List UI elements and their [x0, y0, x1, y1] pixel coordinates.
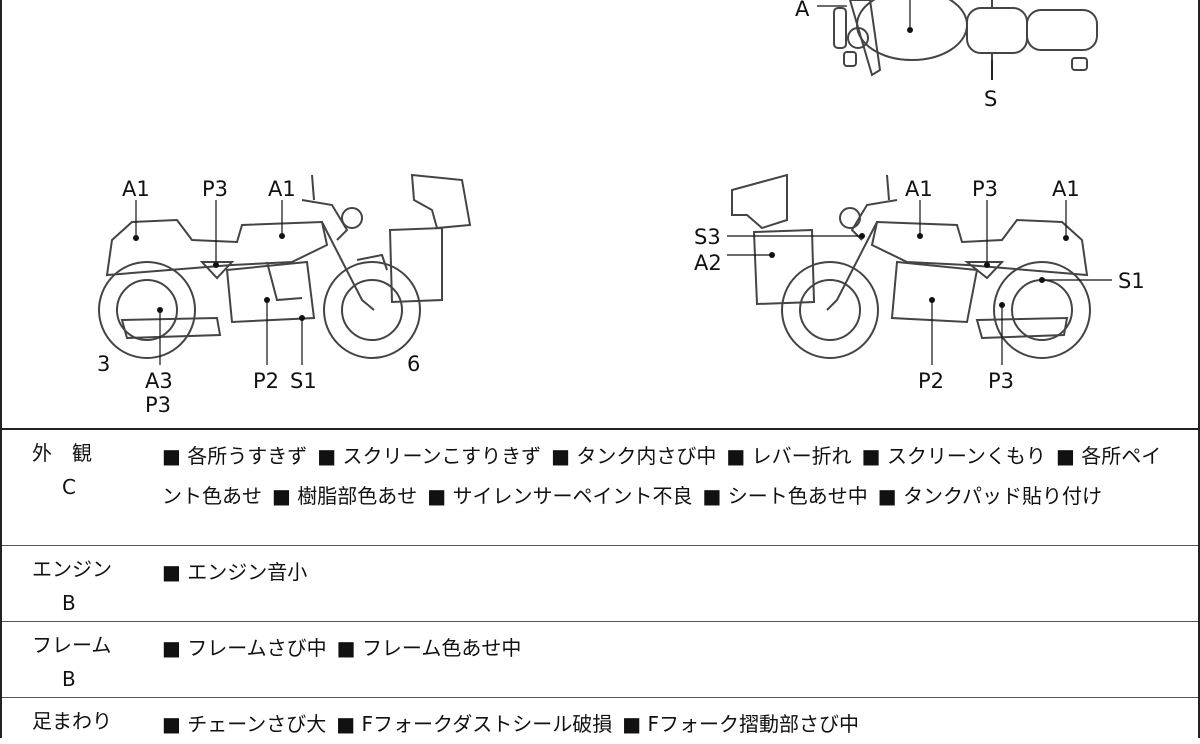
label-top-A: A	[795, 0, 810, 21]
category-grade: B	[62, 591, 76, 615]
item-list: フレームさび中フレーム色あせ中	[162, 628, 1168, 668]
label-right-P2: P2	[918, 369, 944, 393]
label-right-S3: S3	[694, 225, 721, 249]
item-list: チェーンさび大 Fフォークダストシール破損 Fフォーク摺動部さび中	[162, 704, 1168, 744]
list-item: Fフォークダストシール破損	[336, 712, 612, 736]
list-item: 各所うすきず	[162, 444, 307, 468]
list-item: サイレンサーペイント不良	[427, 484, 692, 508]
label-right-P3: P3	[972, 177, 998, 201]
condition-row-exterior: 外 観 C 各所うすきずスクリーンこすりきずタンク内さび中レバー折れスクリーンく…	[2, 430, 1198, 546]
label-left-P2: P2	[253, 369, 279, 393]
label-left-A1a: A1	[122, 177, 150, 201]
condition-row-suspension: 足まわり チェーンさび大 Fフォークダストシール破損 Fフォーク摺動部さび中	[2, 698, 1198, 738]
category-name: フレーム	[32, 633, 112, 657]
category-grade: B	[62, 667, 76, 691]
label-left-P3: P3	[202, 177, 228, 201]
top-view-motorcycle	[833, 0, 1098, 80]
category-grade: C	[62, 475, 76, 499]
list-item: シート色あせ中	[703, 484, 868, 508]
condition-row-frame: フレーム B フレームさび中フレーム色あせ中	[2, 622, 1198, 698]
category-name: 足まわり	[32, 709, 112, 733]
category-name: 外 観	[32, 441, 92, 465]
label-left-A3: A3	[145, 369, 173, 393]
list-item: エンジン音小	[162, 560, 307, 584]
category-cell: フレーム B	[32, 628, 142, 696]
list-item: スクリーンこすりきず	[317, 444, 541, 468]
category-cell: エンジン B	[32, 552, 142, 620]
label-left-A1b: A1	[268, 177, 296, 201]
label-left-6: 6	[407, 352, 420, 376]
list-item: フレーム色あせ中	[337, 636, 522, 660]
label-top-S: S	[984, 87, 997, 111]
condition-row-engine: エンジン B エンジン音小	[2, 546, 1198, 622]
category-cell: 外 観 C	[32, 436, 142, 504]
list-item: フレームさび中	[162, 636, 327, 660]
label-left-3: 3	[97, 352, 110, 376]
motorcycle-illustrations: A S A1 P3 A1 3 A3 P3 P2 S1 6 A1 P3 A1 S3…	[97, 0, 1145, 417]
list-item: チェーンさび大	[162, 712, 326, 736]
list-item: 樹脂部色あせ	[272, 484, 417, 508]
category-cell: 足まわり	[32, 704, 142, 738]
item-list: 各所うすきずスクリーンこすりきずタンク内さび中レバー折れスクリーンくもり各所ペイ…	[162, 436, 1168, 516]
damage-diagram: A S A1 P3 A1 3 A3 P3 P2 S1 6 A1 P3 A1 S3…	[0, 0, 1200, 430]
label-right-A1b: A1	[1052, 177, 1080, 201]
label-right-S1: S1	[1118, 269, 1145, 293]
list-item: スクリーンくもり	[862, 444, 1046, 468]
list-item: タンクパッド貼り付け	[878, 484, 1102, 508]
left-side-motorcycle	[98, 173, 472, 359]
list-item: レバー折れ	[726, 444, 851, 468]
list-item: Fフォーク摺動部さび中	[622, 712, 859, 736]
list-item: タンク内さび中	[551, 444, 716, 468]
label-right-A2: A2	[694, 251, 722, 275]
label-right-A1a: A1	[905, 177, 933, 201]
category-name: エンジン	[32, 557, 112, 581]
condition-table: 外 観 C 各所うすきずスクリーンこすりきずタンク内さび中レバー折れスクリーンく…	[0, 428, 1200, 738]
right-side-motorcycle	[731, 173, 1091, 359]
label-right-P3b: P3	[988, 369, 1014, 393]
label-left-S1: S1	[290, 369, 317, 393]
item-list: エンジン音小	[162, 552, 1168, 592]
label-left-P3b: P3	[145, 393, 171, 417]
